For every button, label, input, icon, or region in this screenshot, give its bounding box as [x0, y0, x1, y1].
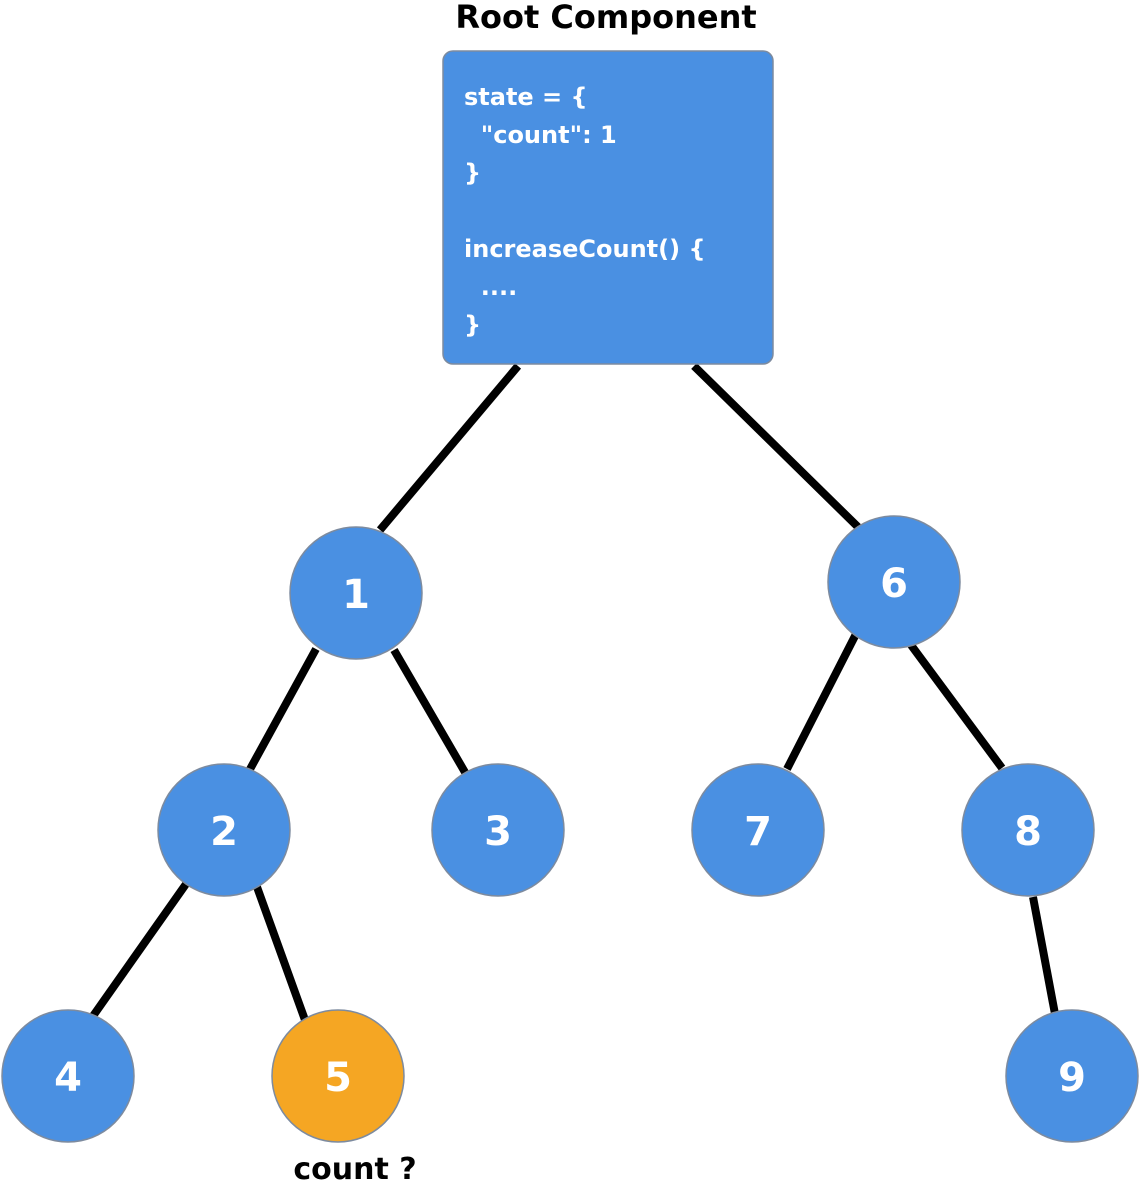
node-label-3: 3	[484, 809, 512, 855]
node-circle-1	[289, 526, 423, 660]
node-label-8: 8	[1014, 809, 1042, 855]
node-circle-7	[691, 763, 825, 897]
edge-6-8	[907, 642, 1006, 771]
edges-layer	[89, 363, 1059, 1022]
node-label-1: 1	[342, 572, 370, 618]
tree-node-9: 9	[1005, 1009, 1139, 1143]
edge-root-1	[376, 363, 522, 533]
code-line-3: }	[464, 159, 481, 187]
code-line-6: ....	[464, 273, 517, 301]
tree-node-1: 1	[289, 526, 423, 660]
edge-2-4	[89, 881, 190, 1019]
code-line-7: }	[464, 311, 481, 339]
tree-node-7: 7	[691, 763, 825, 897]
node-circle-8	[961, 763, 1095, 897]
node-circle-6	[827, 515, 961, 649]
node-circle-4	[1, 1009, 135, 1143]
edge-2-5	[253, 885, 309, 1022]
tree-node-3: 3	[431, 763, 565, 897]
edge-8-9	[1029, 896, 1059, 1015]
code-line-5: increaseCount() {	[464, 235, 706, 263]
edge-root-6	[691, 363, 861, 530]
node-label-2: 2	[210, 809, 238, 855]
node-label-4: 4	[54, 1055, 82, 1101]
edge-1-3	[390, 647, 470, 777]
count-question-label: count ?	[293, 1152, 416, 1182]
node-label-7: 7	[744, 809, 772, 855]
tree-node-8: 8	[961, 763, 1095, 897]
node-label-9: 9	[1058, 1055, 1086, 1101]
node-label-6: 6	[880, 561, 908, 607]
tree-node-6: 6	[827, 515, 961, 649]
root-code-block: state = { "count": 1 } increaseCount() {…	[464, 83, 706, 339]
root-component-box	[442, 50, 774, 365]
node-circle-9	[1005, 1009, 1139, 1143]
code-line-2: "count": 1	[464, 121, 617, 149]
node-circle-2	[157, 763, 291, 897]
node-label-5: 5	[324, 1055, 352, 1101]
root-component-title: Root Component	[455, 0, 756, 36]
tree-node-5: 5	[271, 1009, 405, 1143]
tree-node-4: 4	[1, 1009, 135, 1143]
edge-1-2	[245, 647, 320, 773]
code-line-1: state = {	[464, 83, 588, 111]
edge-6-7	[783, 632, 860, 771]
node-circle-3	[431, 763, 565, 897]
tree-node-2: 2	[157, 763, 291, 897]
nodes-layer: 1 2 3 4 5 6 7 8 9	[1, 515, 1139, 1143]
node-circle-5	[271, 1009, 405, 1143]
